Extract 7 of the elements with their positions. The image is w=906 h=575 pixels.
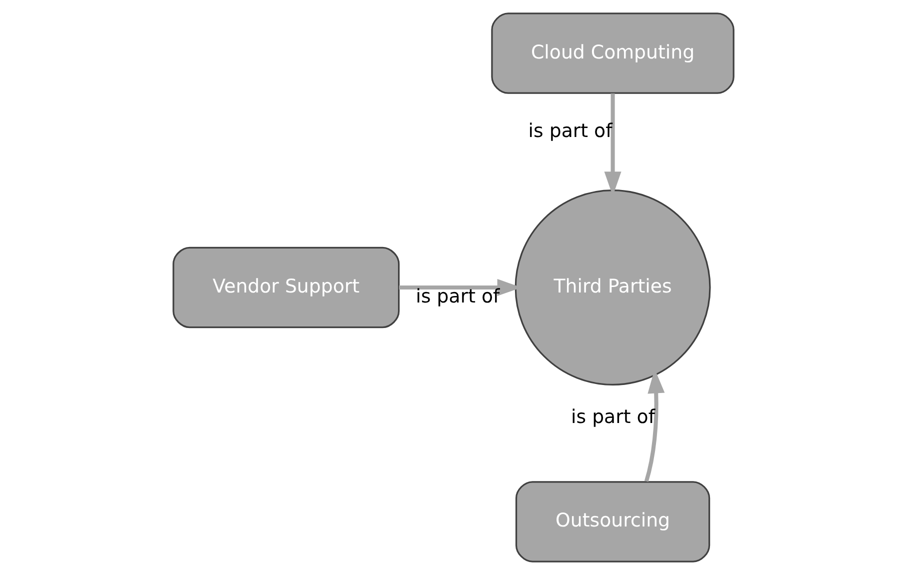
node-box: Vendor Support xyxy=(172,246,400,328)
edge-label: is part of xyxy=(528,120,612,142)
node-circle: Third Parties xyxy=(514,190,710,386)
node-box: Cloud Computing xyxy=(490,12,734,94)
edge-label: is part of xyxy=(415,286,500,308)
edge-label: is part of xyxy=(570,406,654,428)
node-box: Outsourcing xyxy=(514,481,710,562)
